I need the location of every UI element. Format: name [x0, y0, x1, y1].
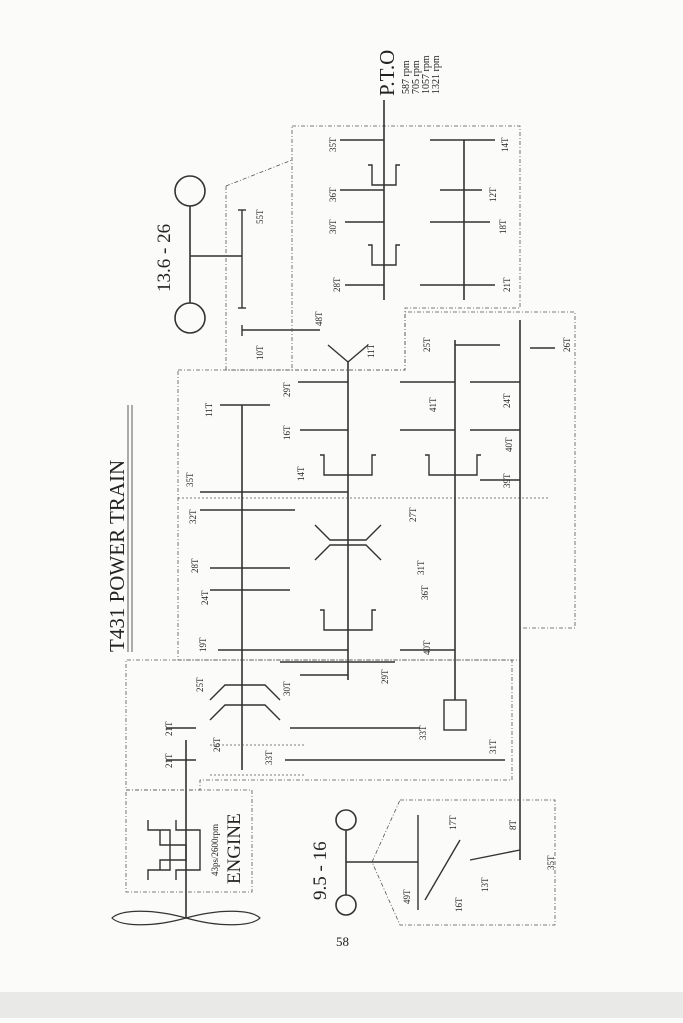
- engine-box: [125, 789, 253, 893]
- gear-label-26t-main: 26T: [562, 337, 572, 352]
- range-housing: [125, 659, 513, 791]
- gear-label-33t-range-b: 33T: [418, 725, 428, 740]
- gear-label-31t-main: 31T: [416, 560, 426, 575]
- gear-label-29t-range: 29T: [380, 669, 390, 684]
- gear-label-17t: 17T: [448, 815, 458, 830]
- gear-label-35t-front: 35T: [546, 855, 556, 870]
- fan-icon: [111, 910, 261, 926]
- pto-gearset: [340, 100, 495, 300]
- gear-label-39t: 39T: [502, 473, 512, 488]
- gear-label-10t: 10T: [255, 345, 265, 360]
- gear-label-24t-main-a: 24T: [502, 393, 512, 408]
- engine-label: ENGINE: [224, 813, 245, 884]
- gear-label-16t: 16T: [282, 425, 292, 440]
- gear-label-41t: 41T: [428, 397, 438, 412]
- gear-label-33t-range-a: 33T: [264, 750, 274, 765]
- gear-label-28t-pto: 28T: [332, 277, 342, 292]
- pto-label: P.T.O: [375, 50, 399, 96]
- gear-label-27t: 27T: [408, 507, 418, 522]
- gear-label-30t-pto: 30T: [328, 219, 338, 234]
- gear-label-19t: 19T: [198, 637, 208, 652]
- gear-label-14t-main: 14T: [296, 466, 306, 481]
- gear-label-35t-pto: 35T: [328, 137, 338, 152]
- gear-label-32t: 32T: [188, 509, 198, 524]
- gear-label-18t-pto: 18T: [498, 219, 508, 234]
- gear-label-11t-main: 11T: [204, 402, 214, 417]
- gear-label-55t: 55T: [255, 209, 265, 224]
- bevel-gear: [327, 344, 369, 680]
- gear-label-26t-range: 26T: [212, 737, 222, 752]
- gear-label-25t-main: 25T: [422, 337, 432, 352]
- engine-spec: 43ps/2600rpm: [210, 824, 220, 876]
- gear-label-29t-main: 29T: [282, 382, 292, 397]
- scan-edge: [0, 992, 683, 1018]
- pto-housing: [291, 125, 521, 371]
- gear-label-40t-main-b: 40T: [422, 640, 432, 655]
- engine-crank: [147, 800, 201, 918]
- rear-tire-size: 13.6 - 26: [154, 224, 175, 292]
- front-tire-size: 9.5 - 16: [310, 841, 331, 900]
- housing-link: [225, 159, 293, 187]
- pto-speed-4: 1321 rpm: [431, 55, 442, 94]
- gear-label-49t: 49T: [402, 889, 412, 904]
- page-number: 58: [336, 934, 349, 949]
- gear-label-36t-pto: 36T: [328, 187, 338, 202]
- gear-label-40t-main-a: 40T: [504, 437, 514, 452]
- front-axle-housing: [371, 799, 556, 926]
- main-transmission-housing: [177, 311, 576, 661]
- gear-label-21t-range-a: 21T: [164, 721, 174, 736]
- main-gearset: [200, 320, 555, 780]
- pto-speed-1: 587 rpm: [401, 60, 412, 94]
- gear-label-30t-range: 30T: [282, 681, 292, 696]
- gear-label-24t-main-b: 24T: [200, 590, 210, 605]
- front-wheel-assembly: [335, 780, 521, 916]
- rear-wheel-assembly: [174, 175, 320, 336]
- gear-label-21t-pto: 21T: [502, 277, 512, 292]
- gear-label-16t-front: 16T: [454, 897, 464, 912]
- gear-label-13t: 13T: [480, 877, 490, 892]
- range-gearset: [166, 660, 505, 800]
- gear-label-36t-main: 36T: [420, 585, 430, 600]
- gear-label-25t-range: 25T: [195, 677, 205, 692]
- gear-label-48t: 48T: [314, 311, 324, 326]
- page-title: T431 POWER TRAIN: [105, 460, 129, 652]
- gear-label-31t-range: 31T: [488, 739, 498, 754]
- pto-speed-3: 1057 rpm: [421, 55, 432, 94]
- gear-label-11t-bevel: 11T: [366, 343, 376, 358]
- gear-label-35t-main: 35T: [185, 472, 195, 487]
- pto-speed-2: 705 rpm: [411, 60, 422, 94]
- gear-label-8t: 8T: [508, 820, 518, 831]
- gear-label-14t-pto: 14T: [500, 137, 510, 152]
- gear-label-21t-range-b: 21T: [164, 753, 174, 768]
- gear-label-12t-pto: 12T: [488, 187, 498, 202]
- gear-label-28t-main: 28T: [190, 558, 200, 573]
